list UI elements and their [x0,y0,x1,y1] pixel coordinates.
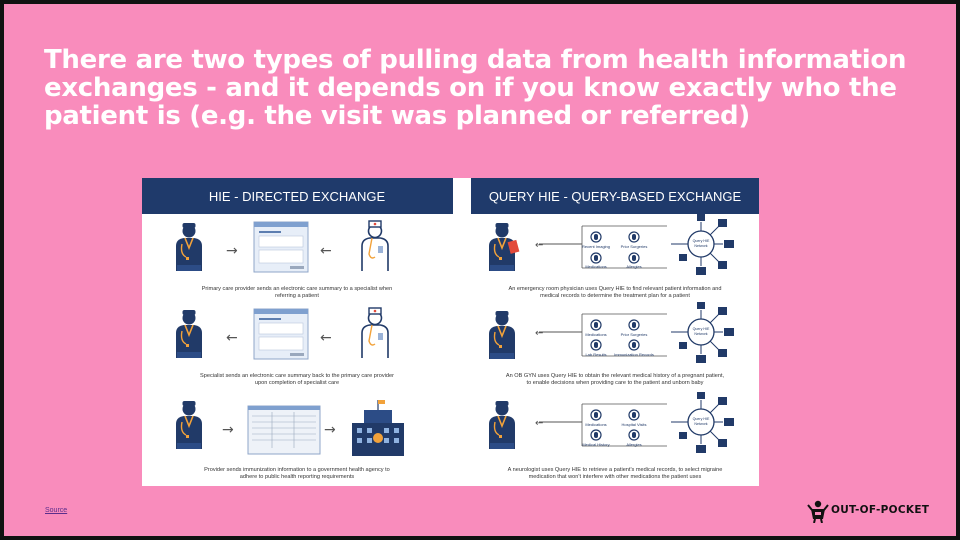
government-building-icon [352,400,404,456]
surgery-icon [629,320,639,330]
physician-icon [176,401,202,449]
pocket-man-icon [807,499,829,523]
arrow-left-icon: ← [320,243,332,259]
directed-row-2: ← ← [176,308,388,359]
query-caption-3b: medication that won't interfere with oth… [529,474,702,480]
medication-icon [591,253,601,263]
item-label: Allergies [626,442,641,447]
item-label: Medications [585,332,606,337]
slide-title: There are two types of pulling data from… [44,46,924,130]
item-label: Medications [585,422,606,427]
imaging-icon [591,232,601,242]
arrow-left-icon: ← [535,240,543,251]
arrow-left-icon: ← [535,328,543,339]
query-row-1: ← Recent Imaging Prior Surgeries Medicat… [489,214,734,275]
care-summary-document-icon [254,309,308,359]
arrow-right-icon: → [226,243,238,259]
query-hie-network-icon [671,302,734,363]
arrow-right-icon: → [324,422,336,438]
directed-caption-3b: adhere to public health reporting requir… [240,474,355,480]
query-caption-1b: medical records to determine the treatme… [540,293,690,299]
directed-caption-3a: Provider sends immunization information … [204,467,390,473]
item-label: Medical History [582,442,609,447]
arrow-right-icon: → [222,422,234,438]
directed-caption-1a: Primary care provider sends an electroni… [202,286,393,292]
item-label: Prior Surgeries [621,332,648,337]
neurologist-icon [489,401,515,449]
query-caption-2b: to enable decisions when providing care … [527,380,704,386]
left-panel-header: HIE - DIRECTED EXCHANGE [209,189,386,204]
arrow-left-icon: ← [226,330,238,346]
directed-caption-2b: upon completion of specialist care [255,380,339,386]
lab-results-icon [591,340,601,350]
medical-history-icon [591,430,601,440]
query-caption-2a: An OB GYN uses Query HIE to obtain the r… [506,373,725,379]
medication-icon [591,320,601,330]
directed-row-1: → ← [176,221,388,272]
item-label: Lab Results [585,352,606,357]
care-summary-document-icon [254,222,308,272]
item-label: Immunization Records [614,352,654,357]
right-panel-header: QUERY HIE - QUERY-BASED EXCHANGE [489,189,742,204]
allergy-icon [629,253,639,263]
hospital-icon [629,410,639,420]
immunization-form-icon [248,406,320,454]
medication-icon [591,410,601,420]
query-caption-1a: An emergency room physician uses Query H… [509,286,722,292]
immunization-icon [629,340,639,350]
directed-row-3: → → [176,400,404,456]
arrow-left-icon: ← [320,330,332,346]
out-of-pocket-logo: OUT-OF-POCKET [807,499,947,523]
item-label: Prior Surgeries [621,244,648,249]
source-link[interactable]: Source [45,507,67,514]
query-hie-network-icon [671,214,734,275]
hie-exchange-figure: Query HIE Network [142,178,759,486]
query-row-2: ← Medications Prior Surgeries Lab Result… [489,302,734,363]
specialist-icon [362,308,388,358]
ob-gyn-icon [489,311,515,359]
item-label: Allergies [626,264,641,269]
item-label: Hospital Visits [621,422,646,427]
query-caption-3a: A neurologist uses Query HIE to retrieve… [508,467,723,473]
arrow-left-icon: ← [535,418,543,429]
physician-icon [176,310,202,358]
logo-text: OUT-OF-POCKET [831,504,929,516]
directed-caption-2a: Specialist sends an electronic care summ… [200,373,394,379]
allergy-icon [629,430,639,440]
surgery-icon [629,232,639,242]
item-label: Medications [585,264,606,269]
query-hie-network-icon [671,392,734,453]
query-row-3: ← Medications Hospital Visits Medical Hi… [489,392,734,453]
directed-caption-1b: referring a patient [275,293,319,299]
physician-icon [176,223,202,271]
item-label: Recent Imaging [582,244,610,249]
specialist-icon [362,221,388,271]
